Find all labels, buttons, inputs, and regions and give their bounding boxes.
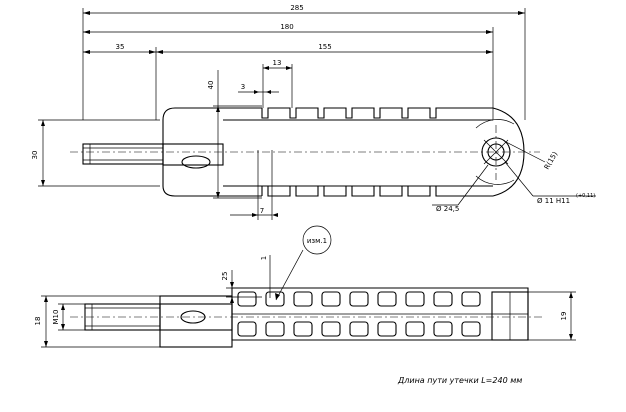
- bottom-view: 18 M10 19 25 1 изм.1: [34, 225, 576, 348]
- dim-7: 7: [260, 207, 264, 215]
- dim-19: 19: [560, 312, 568, 321]
- top-view: 285 180 35 155 13 3 40 30 7: [31, 4, 596, 220]
- dim-13: 13: [273, 59, 282, 67]
- dim-35: 35: [116, 43, 125, 51]
- radius-label: R(15): [543, 150, 560, 171]
- dim-40: 40: [207, 81, 215, 90]
- bore-tolerance-label: (+0,11): [576, 193, 595, 199]
- dim-m10: M10: [52, 310, 60, 325]
- dim-18: 18: [34, 317, 42, 326]
- diameter-24-5-label: Ø 24,5: [436, 205, 459, 213]
- dim-3: 3: [241, 83, 245, 91]
- dimension-lines-top: [38, 8, 526, 220]
- dim-30: 30: [31, 151, 39, 160]
- insulator-outline-top: [70, 107, 596, 206]
- insulator-outline-bottom: [41, 225, 576, 348]
- revision-callout: изм.1: [307, 237, 327, 245]
- bore-label: Ø 11 H11: [537, 197, 570, 205]
- dim-1: 1: [260, 256, 268, 260]
- dim-180: 180: [280, 23, 293, 31]
- dim-285: 285: [290, 4, 303, 12]
- dim-155: 155: [318, 43, 331, 51]
- dim-25: 25: [221, 272, 229, 281]
- leakage-path-note: Длина пути утечки L=240 мм: [397, 376, 522, 385]
